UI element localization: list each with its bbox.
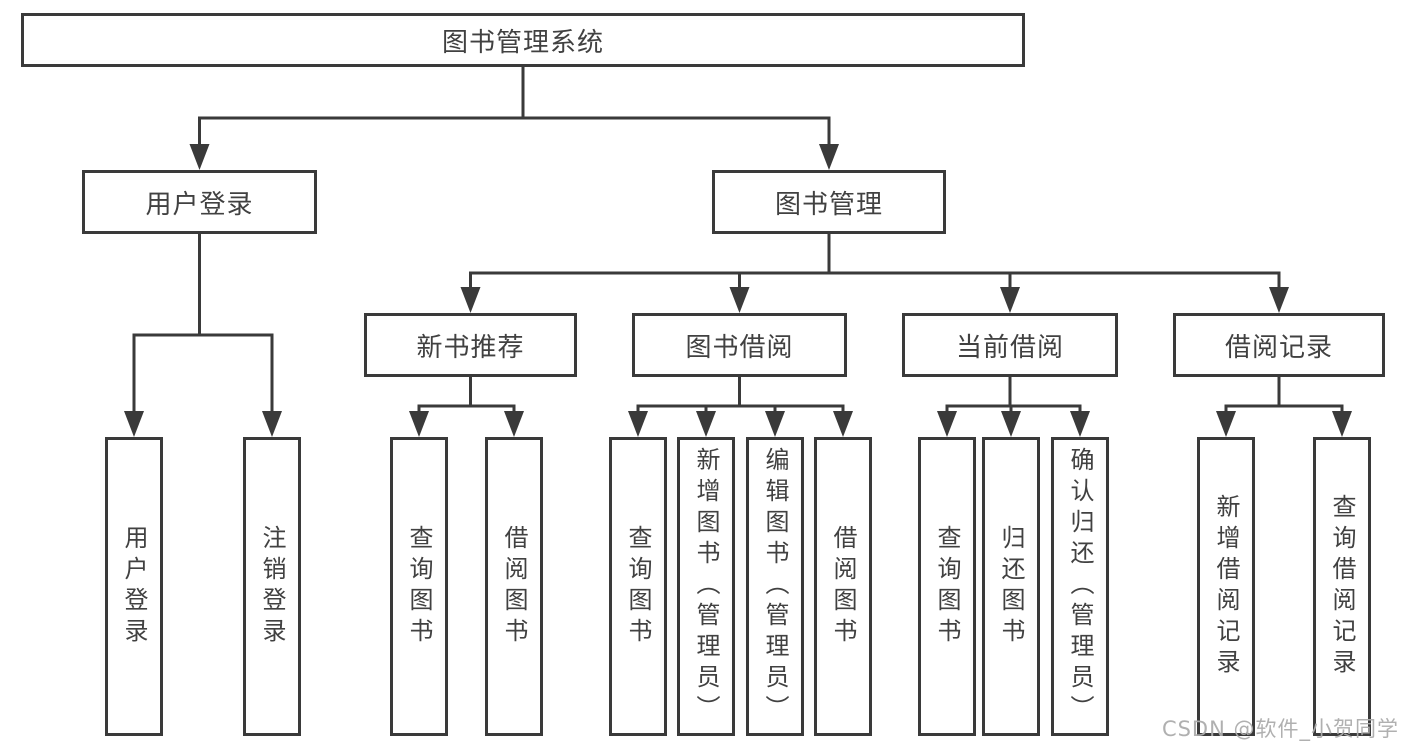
node-leaf-query-book-rec: 查询图书 [390,437,448,736]
node-leaf-query-book-cur: 查询图书 [918,437,976,736]
arrowhead-leaf-borrow-book-bor [833,411,853,437]
node-label-leaf-borrow-book-bor: 借阅图书 [829,524,857,649]
arrowhead-leaf-add-borrow-record [1216,411,1236,437]
node-label-leaf-add-book-admin: 新增图书（管理员） [692,447,720,726]
node-book-management: 图书管理 [712,170,946,234]
arrowhead-leaf-edit-book-admin [765,411,785,437]
node-label-leaf-edit-book-admin: 编辑图书（管理员） [761,447,789,726]
node-label-leaf-borrow-book-rec: 借阅图书 [500,524,528,649]
node-label-leaf-confirm-return: 确认归还（管理员） [1066,447,1094,726]
node-root: 图书管理系统 [21,13,1025,67]
arrowhead-leaf-query-book-cur [937,411,957,437]
node-label-current-borrowing: 当前借阅 [955,332,1064,363]
node-label-leaf-logout: 注销登录 [258,524,286,649]
arrowhead-leaf-return-book [1001,411,1021,437]
node-leaf-query-borrow-record: 查询借阅记录 [1313,437,1371,736]
node-label-leaf-query-book-cur: 查询图书 [933,524,961,649]
arrowhead-leaf-logout [262,411,282,437]
node-leaf-add-borrow-record: 新增借阅记录 [1197,437,1255,736]
node-label-user-login: 用户登录 [145,189,254,220]
arrowhead-book-management [819,144,839,170]
csdn-watermark: CSDN @软件_小贺同学 [1161,717,1399,741]
arrowhead-leaf-query-borrow-record [1332,411,1352,437]
arrowhead-book-borrowing [729,287,750,313]
node-label-leaf-add-borrow-record: 新增借阅记录 [1212,493,1240,680]
arrowhead-current-borrowing [1000,287,1020,313]
node-label-leaf-return-book: 归还图书 [997,524,1025,649]
node-user-login: 用户登录 [82,170,317,234]
node-new-book-recommend: 新书推荐 [364,313,577,377]
node-leaf-return-book: 归还图书 [982,437,1040,736]
node-leaf-add-book-admin: 新增图书（管理员） [677,437,735,736]
node-label-leaf-user-login: 用户登录 [120,524,148,649]
node-leaf-query-book-bor: 查询图书 [609,437,667,736]
node-label-new-book-recommend: 新书推荐 [416,332,525,363]
node-leaf-borrow-book-bor: 借阅图书 [814,437,872,736]
arrowhead-leaf-confirm-return [1070,411,1090,437]
node-label-root: 图书管理系统 [441,27,604,58]
node-leaf-user-login: 用户登录 [105,437,163,736]
node-label-leaf-query-book-bor: 查询图书 [624,524,652,649]
arrowhead-new-book-recommend [460,287,481,313]
node-leaf-borrow-book-rec: 借阅图书 [485,437,543,736]
node-leaf-confirm-return: 确认归还（管理员） [1051,437,1109,736]
arrowhead-leaf-borrow-book-rec [504,411,524,437]
arrowhead-leaf-user-login [124,411,144,437]
arrowhead-user-login [189,144,210,170]
node-label-book-borrowing: 图书借阅 [685,332,794,363]
node-borrowing-records: 借阅记录 [1173,313,1385,377]
node-label-borrowing-records: 借阅记录 [1224,332,1333,363]
arrowhead-leaf-query-book-rec [409,411,429,437]
node-book-borrowing: 图书借阅 [632,313,847,377]
arrowhead-leaf-query-book-bor [628,411,648,437]
node-label-leaf-query-book-rec: 查询图书 [405,524,433,649]
node-current-borrowing: 当前借阅 [902,313,1118,377]
arrowhead-leaf-add-book-admin [696,411,716,437]
node-leaf-logout: 注销登录 [243,437,301,736]
node-label-book-management: 图书管理 [774,189,883,220]
arrowhead-borrowing-records [1269,287,1289,313]
node-leaf-edit-book-admin: 编辑图书（管理员） [746,437,804,736]
node-label-leaf-query-borrow-record: 查询借阅记录 [1328,493,1356,680]
